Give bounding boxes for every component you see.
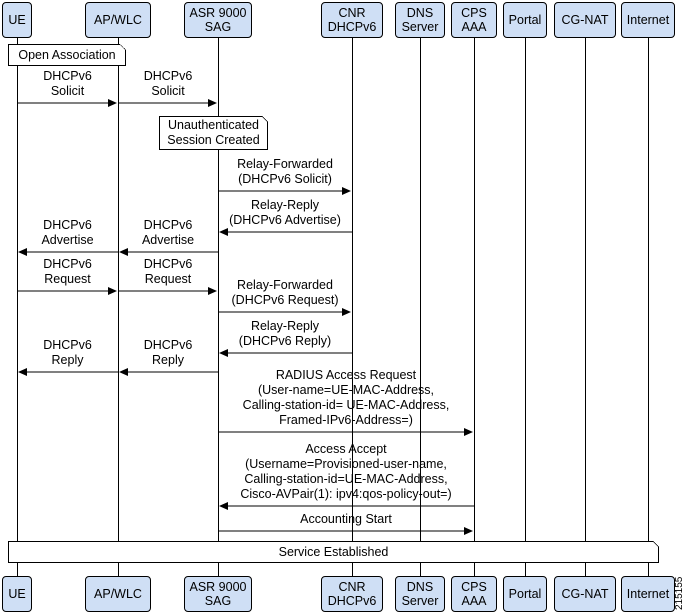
- message-label-13: RADIUS Access Request (User-name=UE-MAC-…: [242, 368, 450, 427]
- lifeline-internet: [648, 38, 649, 576]
- lifeline-apwlc: [118, 38, 119, 576]
- message-arrowhead-1: [108, 99, 117, 107]
- participant-portal-bottom: Portal: [503, 576, 547, 612]
- note-open-association: Open Association: [8, 44, 126, 66]
- participant-portal-top: Portal: [503, 2, 547, 38]
- participant-cnr-top: CNR DHCPv6: [321, 2, 383, 38]
- participant-cnr-bottom: CNR DHCPv6: [321, 576, 383, 612]
- participant-asr-top: ASR 9000 SAG: [184, 2, 252, 38]
- message-label-11: DHCPv6 Reply: [143, 338, 193, 367]
- participant-cps-bottom: CPS AAA: [451, 576, 497, 612]
- message-arrowhead-14: [219, 502, 228, 510]
- message-label-6: DHCPv6 Advertise: [41, 218, 94, 247]
- participant-dns-top: DNS Server: [395, 2, 445, 38]
- message-label-9: Relay-Forwarded (DHCPv6 Request): [231, 278, 339, 307]
- lifeline-cps: [474, 38, 475, 576]
- participant-cgnat-bottom: CG-NAT: [554, 576, 616, 612]
- participant-apwlc-bottom: AP/WLC: [85, 576, 151, 612]
- message-label-7: DHCPv6 Request: [43, 257, 92, 286]
- lifeline-cgnat: [585, 38, 586, 576]
- message-arrowhead-2: [208, 99, 217, 107]
- message-arrowhead-15: [464, 527, 473, 535]
- participant-asr-bottom: ASR 9000 SAG: [184, 576, 252, 612]
- message-arrowhead-11: [119, 368, 128, 376]
- message-label-15: Accounting Start: [300, 512, 392, 526]
- message-label-4: Relay-Reply (DHCPv6 Advertise): [229, 198, 341, 227]
- message-label-2: DHCPv6 Solicit: [143, 69, 193, 98]
- lifeline-ue: [17, 38, 18, 576]
- lifeline-portal: [525, 38, 526, 576]
- participant-internet-top: Internet: [621, 2, 675, 38]
- message-arrowhead-4: [219, 228, 228, 236]
- participant-internet-bottom: Internet: [621, 576, 675, 612]
- message-arrowhead-8: [208, 287, 217, 295]
- participant-ue-bottom: UE: [2, 576, 32, 612]
- participant-dns-bottom: DNS Server: [395, 576, 445, 612]
- message-label-1: DHCPv6 Solicit: [43, 69, 92, 98]
- participant-cps-top: CPS AAA: [451, 2, 497, 38]
- message-arrowhead-3: [342, 187, 351, 195]
- message-arrowhead-7: [108, 287, 117, 295]
- message-label-14: Access Accept (Username=Provisioned-user…: [240, 442, 452, 501]
- message-label-10: Relay-Reply (DHCPv6 Reply): [238, 319, 332, 348]
- message-arrowhead-13: [464, 428, 473, 436]
- note-unauthenticated-session: Unauthenticated Session Created: [159, 116, 268, 150]
- message-arrowhead-5: [119, 248, 128, 256]
- message-label-8: DHCPv6 Request: [143, 257, 193, 286]
- message-arrowhead-10: [219, 349, 228, 357]
- lifeline-cnr: [352, 38, 353, 576]
- message-label-5: DHCPv6 Advertise: [141, 218, 195, 247]
- message-arrowhead-12: [18, 368, 27, 376]
- participant-apwlc-top: AP/WLC: [85, 2, 151, 38]
- message-arrowhead-6: [18, 248, 27, 256]
- note-service-established: Service Established: [8, 541, 659, 563]
- participant-ue-top: UE: [2, 2, 32, 38]
- message-label-12: DHCPv6 Reply: [43, 338, 92, 367]
- message-arrowhead-9: [342, 308, 351, 316]
- figure-id: 215155: [674, 576, 685, 610]
- participant-cgnat-top: CG-NAT: [554, 2, 616, 38]
- message-label-3: Relay-Forwarded (DHCPv6 Solicit): [237, 157, 333, 186]
- lifeline-asr: [218, 38, 219, 576]
- lifeline-dns: [420, 38, 421, 576]
